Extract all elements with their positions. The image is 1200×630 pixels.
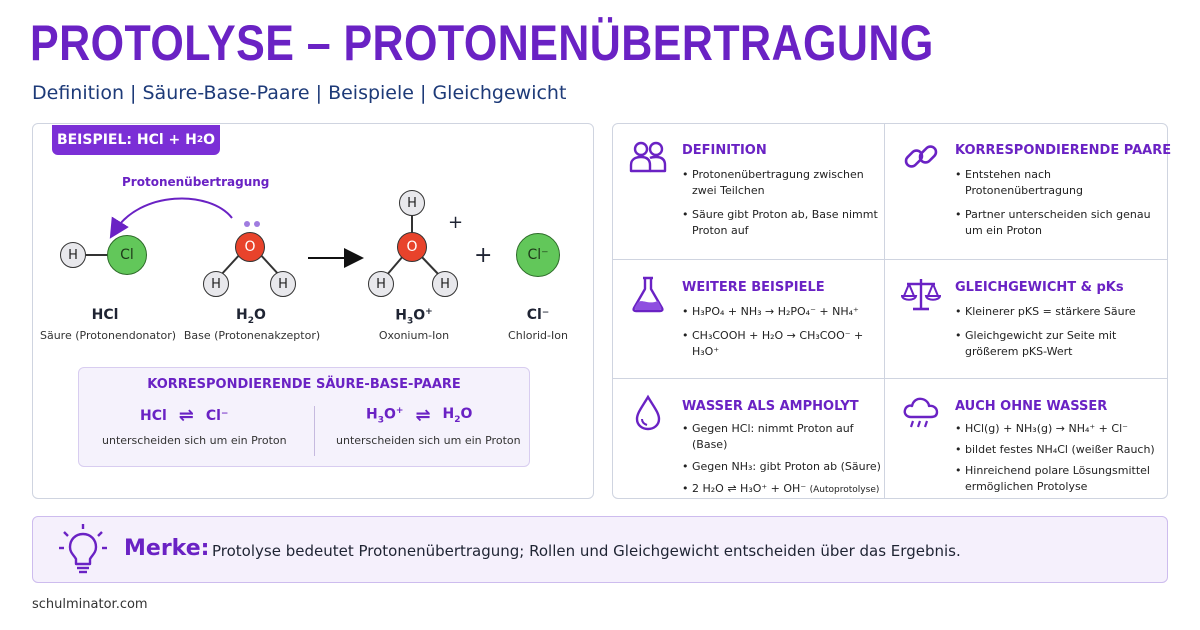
footer-site: schulminator.com [32,597,148,612]
equilibrium-arrow-icon: ⇌ [415,405,431,426]
h2o-name: H2O [236,307,266,326]
pair-note: unterscheiden sich um ein Proton [102,434,287,447]
list-item: CH₃COOH + H₂O → CH₃COO⁻ + H₃O⁺ [682,328,882,360]
chloride-desc: Chlorid-Ion [508,329,568,342]
pairs-divider [314,406,315,456]
card-title: WEITERE BEISPIELE [682,280,825,295]
list-item: Kleinerer pKS = stärkere Säure [955,304,1155,320]
grid-divider-horizontal [612,259,1168,260]
pair-h3o-h2o: H3O+ ⇌ H2O [366,405,473,426]
list-item: Entstehen nach Protonenübertragung [955,167,1155,199]
card-title: DEFINITION [682,143,767,158]
merke-text: Protolyse bedeutet Protonenübertragung; … [212,542,961,560]
list-item: Gegen HCl: nimmt Proton auf (Base) [682,421,882,453]
pair-note: unterscheiden sich um ein Proton [336,434,521,447]
proton-transfer-label: Protonenübertragung [122,175,270,189]
card-water: WASSER ALS AMPHOLYT Gegen HCl: nimmt Pro… [612,379,890,505]
list-item: Gleichgewicht zur Seite mit größerem pKS… [955,328,1155,360]
acid-base-pairs-box [78,367,530,467]
list-item: bildet festes NH₄Cl (weißer Rauch) [955,442,1155,458]
h3o-name: H3O+ [395,307,433,327]
lone-pair-dot [254,221,260,227]
hydrogen-atom: H [432,271,458,297]
hcl-name: HCl [91,307,119,323]
proton-transfer-arrow [109,197,233,239]
droplet-icon [635,394,661,431]
list-item: Säure gibt Proton ab, Base nimmt Proton … [682,207,882,239]
list-item: HCl(g) + NH₃(g) → NH₄⁺ + Cl⁻ [955,421,1155,437]
chloride-ion-atom: Cl⁻ [516,233,560,277]
oxygen-atom: O [397,232,427,262]
hydrogen-atom: H [203,271,229,297]
page-subtitle: Definition | Säure-Base-Paare | Beispiel… [32,82,567,104]
merke-box [32,516,1168,583]
users-icon [629,141,667,173]
card-title: WASSER ALS AMPHOLYT [682,399,859,414]
hydrogen-atom: H [368,271,394,297]
merke-label: Merke: [124,536,210,561]
grid-divider-vertical [884,123,885,499]
list-item: H₃PO₄ + NH₃ → H₂PO₄⁻ + NH₄⁺ [682,304,882,320]
chlorine-atom: Cl [107,235,147,275]
plus-sign: + [474,243,493,268]
list-item: Protonenübertragung zwischen zwei Teilch… [682,167,882,199]
grid-divider-horizontal [612,378,1168,379]
list-item: Gegen NH₃: gibt Proton ab (Säure) [682,459,882,475]
card-title: GLEICHGEWICHT & pKs [955,280,1124,295]
equilibrium-arrow-icon: ⇌ [178,405,194,426]
card-equilibrium: GLEICHGEWICHT & pKs Kleinerer pKS = stär… [885,260,1163,386]
list-item: Partner unterscheiden sich genau um ein … [955,207,1155,239]
hydrogen-atom: H [60,242,86,268]
link-icon [904,145,938,168]
list-item: Hinreichend polare Lösungsmittel ermögli… [955,463,1155,495]
card-title: AUCH OHNE WASSER [955,399,1108,414]
cloud-rain-icon [903,397,939,428]
card-examples: WEITERE BEISPIELE H₃PO₄ + NH₃ → H₂PO₄⁻ +… [612,260,890,386]
card-definition: DEFINITION Protonenübertragung zwischen … [612,123,890,249]
h3o-desc: Oxonium-Ion [378,329,450,342]
acid-base-pairs-title: KORRESPONDIERENDE SÄURE-BASE-PAARE [147,377,461,392]
lone-pair-dot [244,221,250,227]
page-title: PROTOLYSE – PROTONENÜBERTRAGUNG [30,15,934,71]
hcl-desc: Säure (Protonendonator) [39,329,177,342]
h2o-desc: Base (Protonenakzeptor) [183,329,321,342]
pair-hcl-cl: HCl ⇌ Cl⁻ [140,405,229,426]
charge-plus: + [448,212,464,233]
list-item: 2 H₂O ⇌ H₃O⁺ + OH⁻ (Autoprotolyse) [682,481,882,498]
chloride-name: Cl⁻ [526,307,550,323]
flask-icon [632,276,664,313]
hydrogen-atom: H [270,271,296,297]
card-no-water: AUCH OHNE WASSER HCl(g) + NH₃(g) → NH₄⁺ … [885,379,1163,505]
card-pairs: KORRESPONDIERENDE PAARE Entstehen nach P… [885,123,1171,249]
scale-icon [901,279,941,311]
lightbulb-icon [59,524,107,574]
card-title: KORRESPONDIERENDE PAARE [955,143,1172,158]
oxygen-atom: O [235,232,265,262]
hydrogen-atom: H [399,190,425,216]
